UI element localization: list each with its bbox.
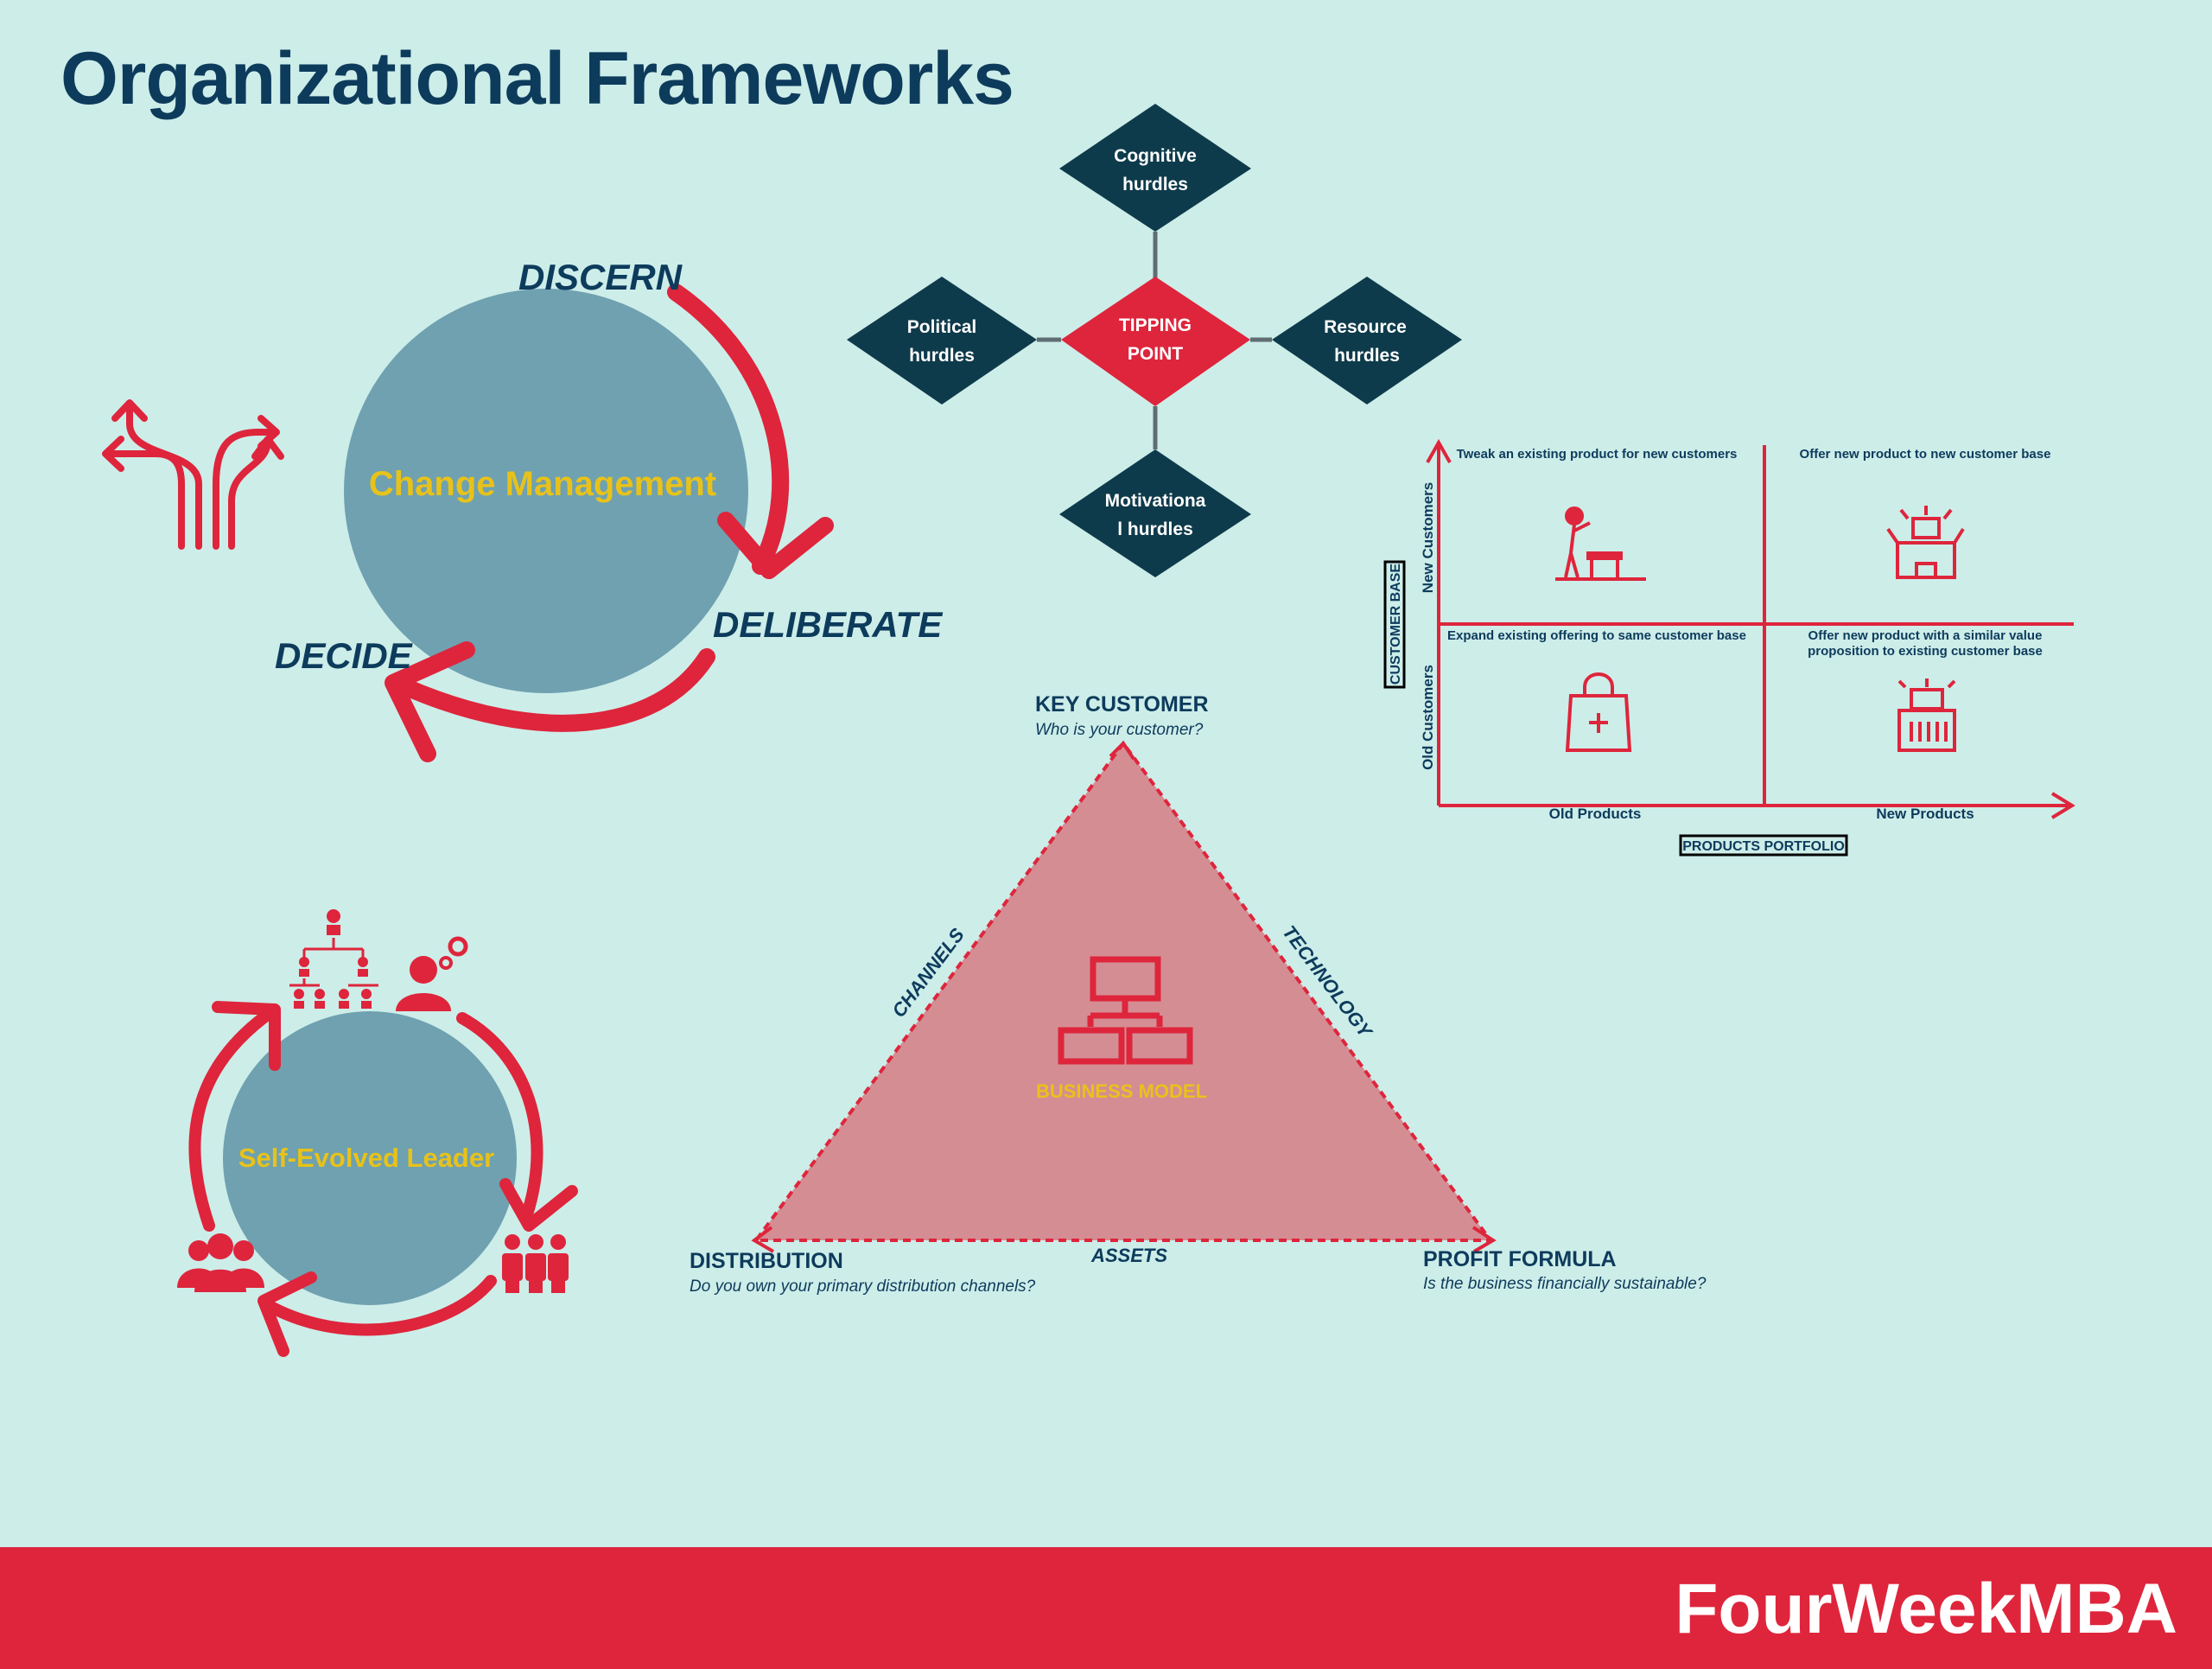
deliberate-arc bbox=[397, 648, 715, 732]
profit-formula-label: PROFIT FORMULA bbox=[1423, 1247, 1617, 1271]
leader-arrowhead-bottom bbox=[257, 1271, 317, 1357]
team-icon bbox=[502, 1234, 569, 1293]
business-model-framework: BUSINESS MODEL KEY CUSTOMER Who is your … bbox=[690, 692, 1707, 1296]
resource-hurdles-diamond bbox=[1272, 277, 1462, 405]
leader-arc-right bbox=[456, 1012, 543, 1220]
y-axis-arrowhead bbox=[1426, 438, 1452, 463]
x-axis-title: PRODUCTS PORTFOLIO bbox=[1682, 839, 1845, 854]
distribution-question: Do you own your primary distribution cha… bbox=[690, 1277, 1036, 1296]
y-label-new-customers: New Customers bbox=[1420, 482, 1436, 593]
leader-arrowhead-left bbox=[212, 1001, 281, 1071]
shopping-bag-icon bbox=[1565, 672, 1632, 752]
edge-assets-label: ASSETS bbox=[1090, 1245, 1167, 1266]
deliberate-arrowhead bbox=[385, 641, 475, 762]
y-axis-title: CUSTOMER BASE bbox=[1389, 564, 1403, 685]
page-title: Organizational Frameworks bbox=[60, 37, 1014, 120]
quadrant-bottom-left-label: Expand existing offering to same custome… bbox=[1447, 628, 1746, 643]
business-model-triangle bbox=[753, 740, 1494, 1242]
tipping-point-label-2: POINT bbox=[1128, 344, 1183, 364]
x-axis-arrowhead bbox=[2050, 792, 2075, 819]
self-evolved-leader-framework: Self-Evolved Leader bbox=[177, 909, 578, 1357]
change-management-circle bbox=[344, 289, 748, 693]
leader-arrowhead-right bbox=[499, 1178, 578, 1232]
growth-matrix: Tweak an existing product for new custom… bbox=[1383, 438, 2075, 857]
resource-hurdles-label: Resource bbox=[1324, 317, 1407, 337]
triangle-top-arrow bbox=[1109, 740, 1135, 761]
tipping-point-framework: TIPPING POINT Cognitive hurdles Politica… bbox=[847, 104, 1462, 577]
key-customer-label: KEY CUSTOMER bbox=[1035, 692, 1209, 717]
change-management-framework: Change Management DISCERN DELIBERATE DEC… bbox=[102, 257, 944, 762]
product-box-new-icon bbox=[1886, 506, 1965, 579]
step-deliberate: DELIBERATE bbox=[713, 604, 944, 645]
x-axis-title-box bbox=[1679, 834, 1848, 857]
y-label-old-customers: Old Customers bbox=[1420, 665, 1436, 770]
tipping-point-diamond bbox=[1061, 277, 1250, 406]
leader-arc-left bbox=[188, 1005, 278, 1232]
brand-logo: FourWeekMBA bbox=[1675, 1570, 2177, 1648]
person-tweaking-icon bbox=[1555, 506, 1646, 581]
triangle-right-arrow bbox=[1471, 1226, 1497, 1253]
x-label-old-products: Old Products bbox=[1549, 806, 1642, 822]
hierarchy-icon bbox=[289, 909, 378, 1009]
business-model-label: BUSINESS MODEL bbox=[1036, 1080, 1207, 1102]
political-hurdles-diamond bbox=[847, 277, 1037, 405]
profit-formula-question: Is the business financially sustainable? bbox=[1423, 1275, 1707, 1293]
product-box-existing-icon bbox=[1897, 678, 1956, 752]
quadrant-top-right-label: Offer new product to new customer base bbox=[1800, 447, 2051, 462]
cognitive-hurdles-diamond bbox=[1059, 104, 1251, 232]
cognitive-hurdles-label: Cognitive bbox=[1114, 146, 1197, 166]
step-discern: DISCERN bbox=[518, 257, 683, 297]
motivational-hurdles-label-2: l hurdles bbox=[1117, 519, 1193, 539]
step-decide: DECIDE bbox=[275, 635, 414, 676]
political-hurdles-label-2: hurdles bbox=[909, 346, 975, 366]
footer-bar bbox=[0, 1547, 2212, 1669]
leader-arc-bottom bbox=[262, 1275, 497, 1336]
leader-circle bbox=[223, 1011, 517, 1305]
quadrant-top-left-label: Tweak an existing product for new custom… bbox=[1457, 447, 1738, 462]
y-axis-title-box bbox=[1383, 560, 1406, 689]
motivational-hurdles-label: Motivationa bbox=[1105, 491, 1206, 511]
change-management-label: Change Management bbox=[369, 465, 716, 503]
motivational-hurdles-diamond bbox=[1059, 449, 1251, 577]
diverging-arrows-icon bbox=[102, 399, 284, 550]
triangle-left-arrow bbox=[751, 1226, 775, 1253]
leader-gear-icon bbox=[396, 936, 468, 1011]
quadrant-bottom-right-label-2: proposition to existing customer base bbox=[1808, 644, 2043, 659]
leader-label: Self-Evolved Leader bbox=[238, 1143, 494, 1173]
distribution-label: DISTRIBUTION bbox=[690, 1249, 843, 1273]
discern-arc bbox=[667, 283, 790, 575]
tipping-point-label: TIPPING bbox=[1119, 315, 1192, 335]
group-icon bbox=[177, 1233, 264, 1292]
key-customer-question: Who is your customer? bbox=[1035, 721, 1204, 739]
discern-arrowhead bbox=[717, 512, 834, 579]
political-hurdles-label: Political bbox=[907, 317, 977, 337]
quadrant-bottom-right-label: Offer new product with a similar value bbox=[1808, 628, 2043, 643]
resource-hurdles-label-2: hurdles bbox=[1334, 346, 1400, 366]
x-label-new-products: New Products bbox=[1876, 806, 1974, 822]
org-chart-icon bbox=[1058, 956, 1193, 1065]
cognitive-hurdles-label-2: hurdles bbox=[1122, 175, 1188, 194]
